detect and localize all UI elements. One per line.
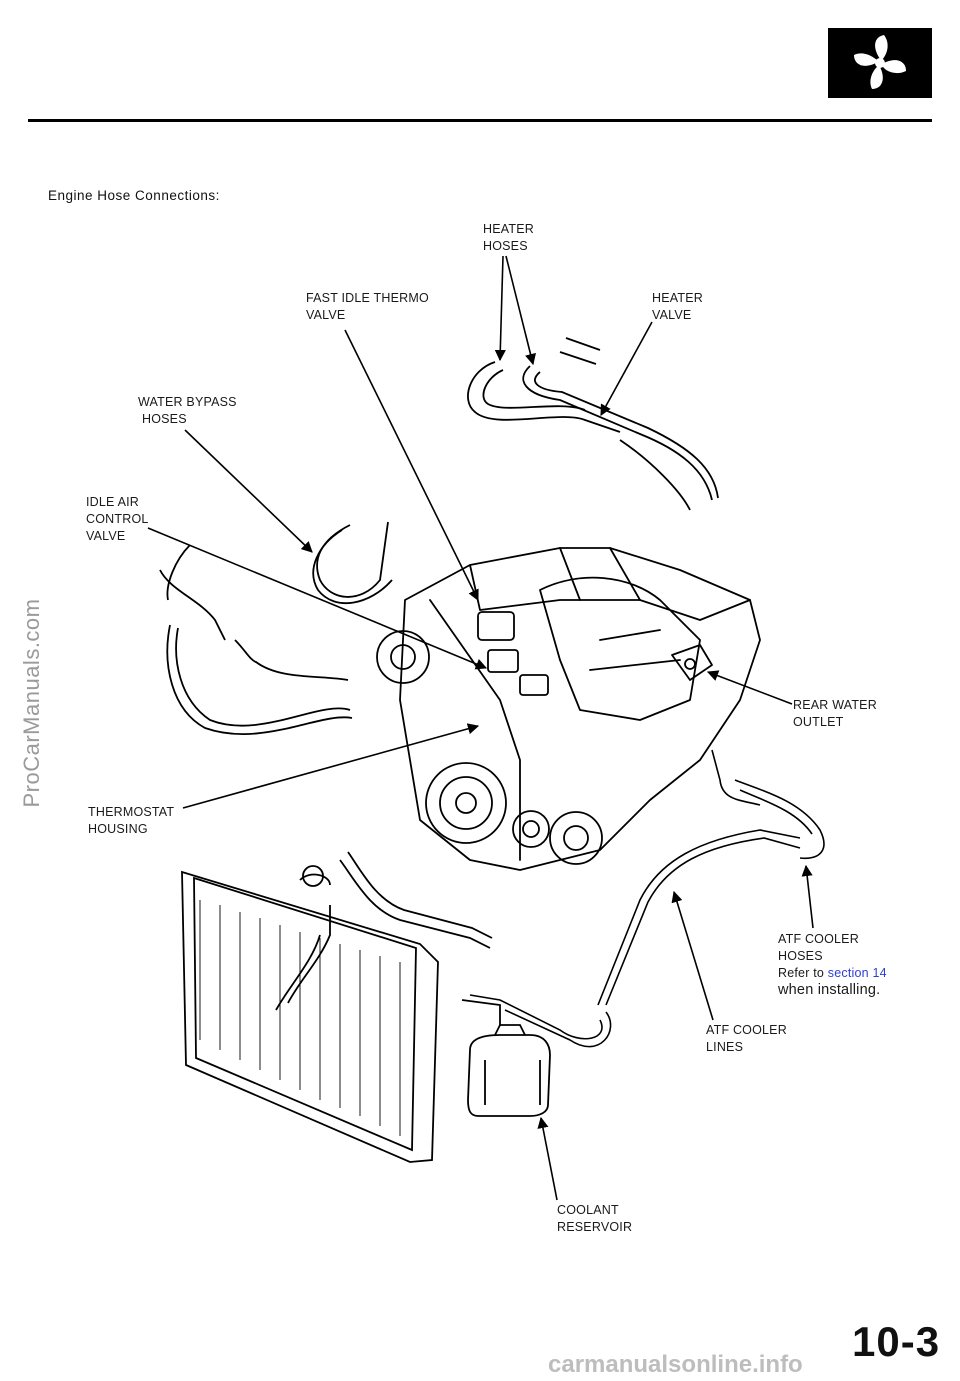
label-atf-hoses-line1: ATF COOLER (778, 932, 859, 946)
label-heater-valve-line2: VALVE (652, 308, 692, 322)
label-thermostat-line2: HOUSING (88, 822, 148, 836)
water-bypass-hose (316, 521, 389, 598)
leader-thermostat-housing (182, 723, 480, 809)
section-title: Engine Hose Connections: (48, 188, 220, 203)
cooling-fan-badge (828, 28, 932, 98)
label-heater-hoses: HEATER HOSES (483, 221, 534, 255)
label-idle-air-control-valve: IDLE AIR CONTROL VALVE (86, 494, 149, 545)
leader-heater-hoses-1 (494, 255, 506, 362)
radiator (181, 870, 439, 1163)
leader-water-bypass-hoses (184, 429, 313, 553)
leader-rear-water-outlet (706, 670, 793, 705)
leader-heater-hoses-2 (505, 255, 536, 366)
label-heater-valve-line1: HEATER (652, 291, 703, 305)
crank-pulley (425, 762, 507, 844)
label-atf-cooler-hoses: ATF COOLER HOSES Refer to section 14 whe… (778, 931, 887, 999)
label-fast-idle-line2: VALVE (306, 308, 346, 322)
label-atf-cooler-lines: ATF COOLER LINES (706, 1022, 787, 1056)
label-rear-water-line2: OUTLET (793, 715, 844, 729)
footer-watermark: carmanualsonline.info (548, 1351, 803, 1378)
label-fast-idle-thermo-valve: FAST IDLE THERMO VALVE (306, 290, 429, 324)
atf-cooler-line-b (469, 994, 603, 1040)
label-fast-idle-line1: FAST IDLE THERMO (306, 291, 429, 305)
label-iac-line2: CONTROL (86, 512, 149, 526)
atf-cooler-line-a (597, 829, 801, 1006)
leader-heater-valve (600, 321, 653, 416)
leader-idle-air-control-valve (147, 527, 488, 670)
engine-block (399, 547, 761, 871)
leader-fast-idle-thermo-valve (344, 329, 479, 602)
label-iac-line1: IDLE AIR (86, 495, 140, 509)
atf-note-suffix: when installing. (778, 982, 881, 998)
page-number: 10-3 (852, 1318, 941, 1365)
label-coolant-line1: COOLANT (557, 1203, 619, 1217)
alternator-pulley (376, 630, 430, 684)
cooling-fan-icon (854, 35, 906, 89)
label-atf-lines-line1: ATF COOLER (706, 1023, 787, 1037)
label-water-bypass-line2: HOSES (142, 412, 187, 426)
label-rear-water-line1: REAR WATER (793, 698, 877, 712)
label-water-bypass-line1: WATER BYPASS (138, 395, 237, 409)
label-thermostat-line1: THERMOSTAT (88, 805, 175, 819)
label-iac-line3: VALVE (86, 529, 126, 543)
label-heater-hoses-line1: HEATER (483, 222, 534, 236)
label-heater-hoses-line2: HOSES (483, 239, 528, 253)
label-coolant-line2: RESERVOIR (557, 1220, 633, 1234)
throttle-body (477, 611, 515, 641)
ps-pump-pulley (549, 811, 603, 865)
label-thermostat-housing: THERMOSTAT HOUSING (88, 804, 174, 838)
leader-coolant-reservoir (537, 1116, 558, 1201)
atf-hoses-note: Refer to section 14 (778, 965, 887, 982)
label-coolant-reservoir: COOLANT RESERVOIR (557, 1202, 632, 1236)
heater-hose-b (522, 365, 713, 501)
coolant-reservoir (467, 1034, 551, 1117)
section-14-link[interactable]: section 14 (827, 966, 887, 980)
atf-note-prefix: Refer to (778, 966, 825, 980)
leader-atf-cooler-lines (671, 890, 714, 1021)
header-rule (28, 119, 932, 122)
label-atf-lines-line2: LINES (706, 1040, 744, 1054)
side-watermark: ProCarManuals.com (19, 598, 44, 808)
leader-atf-cooler-hoses (801, 864, 814, 929)
heater-hose-a (467, 361, 621, 433)
label-water-bypass-hoses: WATER BYPASS HOSES (138, 394, 237, 428)
label-atf-hoses-line2: HOSES (778, 949, 823, 963)
label-rear-water-outlet: REAR WATER OUTLET (793, 697, 877, 731)
label-heater-valve: HEATER VALVE (652, 290, 703, 324)
